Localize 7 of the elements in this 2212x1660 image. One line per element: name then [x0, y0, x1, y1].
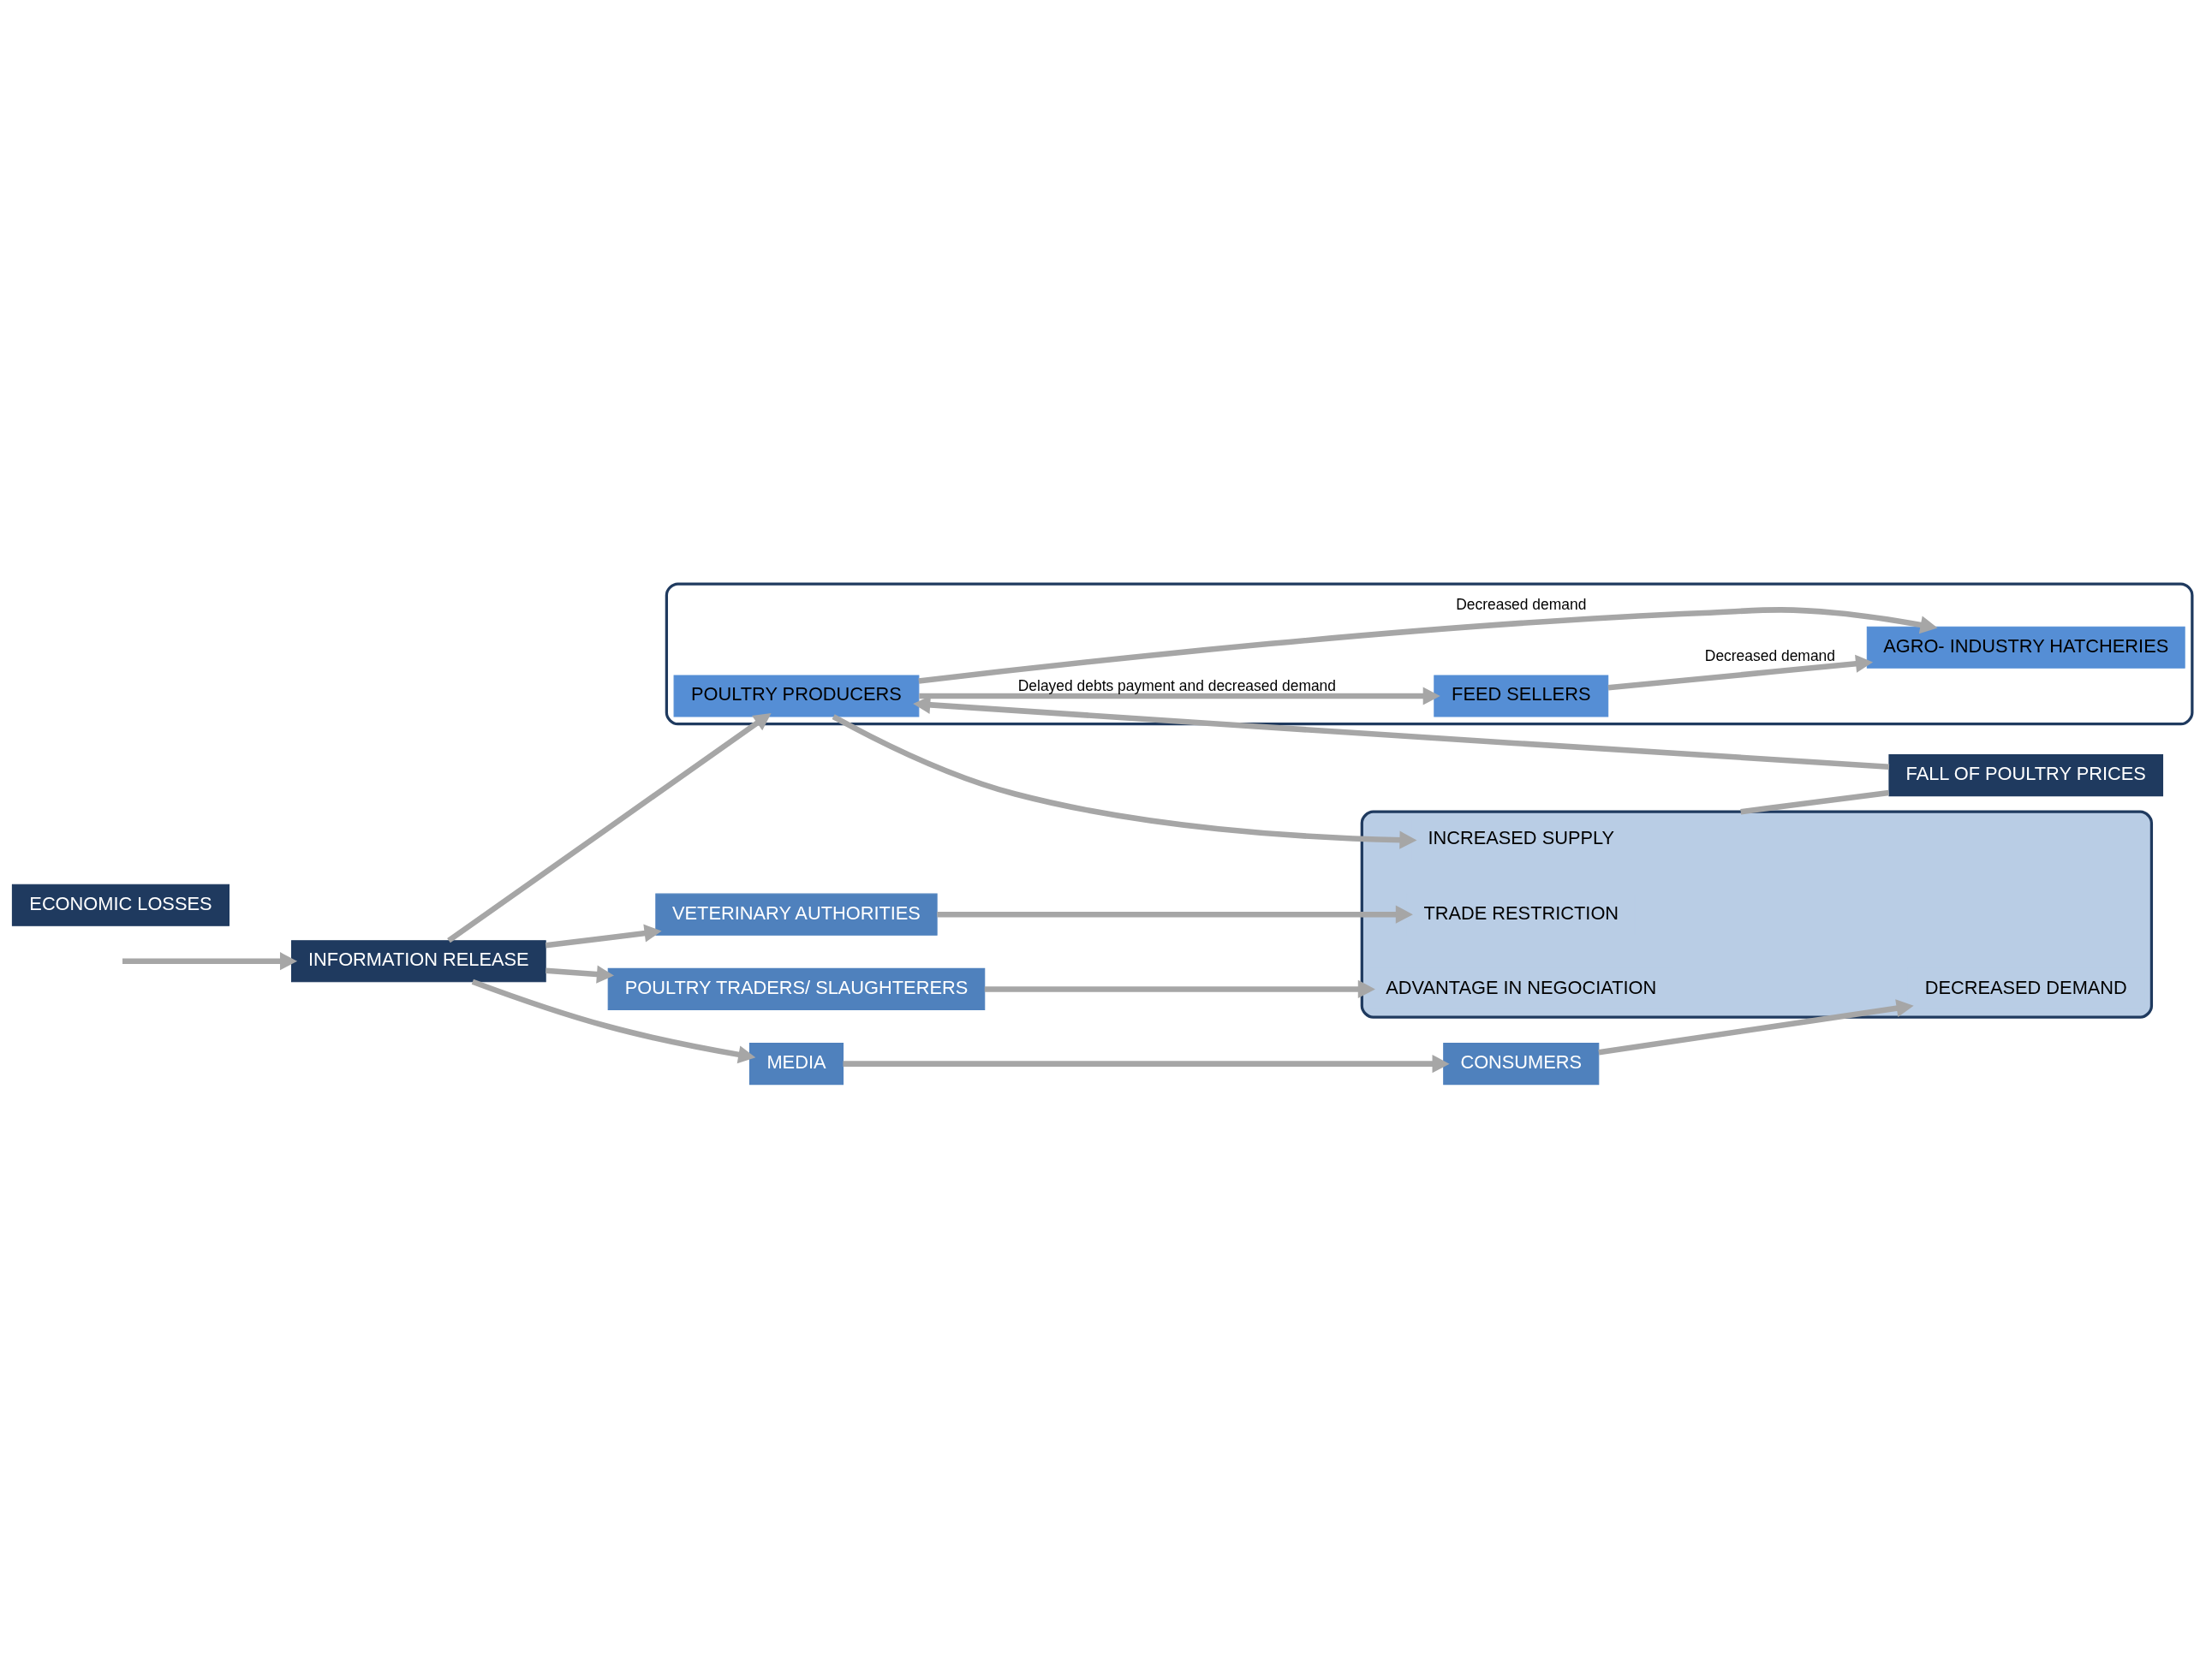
- node-text: DECREASED DEMAND: [1924, 976, 2127, 998]
- node-text: ADVANTAGE IN NEGOCIATION: [1386, 976, 1657, 998]
- edge-label: Delayed debts payment and decreased demand: [1017, 676, 1337, 694]
- node-text: TRADE RESTRICTION: [1423, 901, 1619, 924]
- node-text: INCREASED SUPPLY: [1428, 826, 1615, 848]
- edge-label: Decreased demand: [1704, 646, 1835, 664]
- edge-label: Decreased demand: [1456, 595, 1587, 613]
